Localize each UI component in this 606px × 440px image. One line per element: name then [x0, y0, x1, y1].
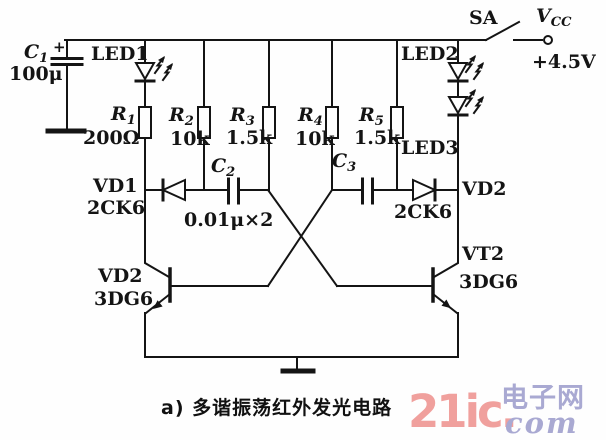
figure-caption: a) 多谐振荡红外发光电路: [161, 397, 393, 419]
resistor-r4-symbol: [325, 39, 339, 191]
switch-sa-symbol: [484, 20, 553, 45]
r5-symbol-text: R: [359, 104, 375, 126]
led3-label: LED3: [401, 137, 459, 159]
diode-vd2-symbol: [412, 178, 459, 202]
r3-label: R3: [230, 104, 255, 129]
left-transistor-part: 3DG6: [94, 288, 154, 310]
capacitor-c3-symbol: [331, 177, 414, 205]
c2-symbol-text: C: [211, 155, 227, 177]
resistor-r5-symbol: [390, 39, 404, 191]
capacitor-note: 0.01μ×2: [184, 209, 274, 231]
r3-symbol-text: R: [230, 104, 246, 126]
r1-subscript: 1: [126, 113, 136, 128]
c3-label: C3: [332, 150, 357, 175]
vcc-symbol-text: V: [536, 5, 551, 27]
r3-subscript: 3: [245, 114, 255, 129]
right-transistor-part: 3DG6: [459, 271, 519, 293]
r2-subscript: 2: [184, 114, 194, 129]
r2-label: R2: [169, 104, 194, 129]
logo-com-text: com: [505, 406, 579, 440]
led2-emission-arrow: [473, 61, 485, 80]
r4-value: 10k: [295, 128, 335, 150]
r5-value: 1.5k: [354, 127, 401, 149]
c1-polarity-plus: +: [53, 38, 66, 56]
cross-couple-wire-right-to-left-base: [266, 188, 334, 288]
c1-value: 100μ: [9, 63, 63, 85]
vd2-label: VD2: [462, 178, 507, 200]
logo-cn-text: 电子网: [501, 383, 585, 414]
c1-label: C1: [24, 41, 49, 66]
vcc-subscript: CC: [550, 15, 572, 30]
c3-subscript: 3: [347, 160, 357, 175]
led3-symbol: [447, 80, 485, 191]
diode-vd1-symbol: [144, 178, 229, 202]
left-transistor-label: VD2: [98, 265, 143, 287]
r4-label: R4: [298, 104, 323, 129]
led1-emission-arrow: [154, 55, 166, 74]
r5-subscript: 5: [374, 114, 384, 129]
led1-emission-arrow: [162, 62, 174, 81]
resistor-r1-symbol: [138, 106, 152, 191]
cross-couple-wire-left-to-right-base: [266, 188, 339, 288]
capacitor-c1-symbol: [45, 39, 87, 134]
r4-subscript: 4: [313, 114, 323, 129]
vcc-terminal-circle: [543, 35, 553, 45]
led3-emission-arrow: [473, 95, 485, 114]
left-emitter-arrow: [153, 300, 163, 309]
c2-label: C2: [211, 155, 236, 180]
r2-symbol-text: R: [169, 104, 185, 126]
transistor-left-symbol: [144, 189, 269, 358]
led2-label: LED2: [401, 43, 459, 65]
r4-symbol-text: R: [298, 104, 314, 126]
r1-value: 200Ω: [83, 127, 140, 149]
c2-subscript: 2: [226, 165, 236, 180]
led1-symbol: [134, 39, 174, 108]
r2-value: 10k: [170, 128, 210, 150]
supply-voltage-label: +4.5V: [532, 51, 596, 73]
vd2-part: 2CK6: [394, 201, 453, 223]
right-emitter-arrow: [441, 299, 451, 309]
resistor-r2-symbol: [197, 39, 211, 191]
vd1-part: 2CK6: [87, 197, 146, 219]
vcc-label: VCC: [536, 5, 572, 30]
switch-label: SA: [469, 7, 498, 29]
right-transistor-label: VT2: [462, 243, 505, 265]
c1-subscript: 1: [39, 51, 49, 66]
r3-value: 1.5k: [226, 127, 273, 149]
c1-symbol-text: C: [24, 41, 40, 63]
c3-symbol-text: C: [332, 150, 348, 172]
logo-21ic: 21ic.: [408, 385, 518, 438]
vd1-label: VD1: [93, 175, 138, 197]
ground-symbol: [280, 356, 316, 374]
r1-label: R1: [111, 103, 136, 128]
led1-label: LED1: [91, 43, 149, 65]
resistor-r3-symbol: [262, 39, 276, 191]
r1-symbol-text: R: [111, 103, 127, 125]
transistor-right-symbol: [336, 189, 459, 358]
r5-label: R5: [359, 104, 384, 129]
capacitor-c2-symbol: [227, 177, 269, 205]
